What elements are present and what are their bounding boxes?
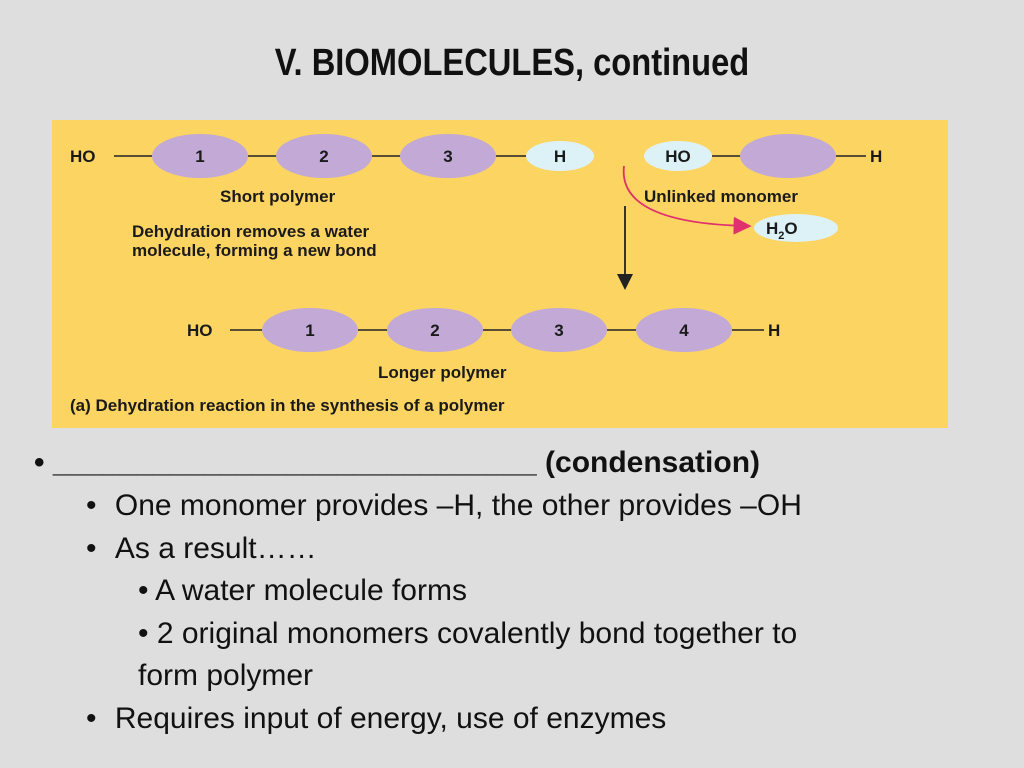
sub-sub-bullet-2-line1: • 2 original monomers covalently bond to… [138, 617, 798, 650]
sub-sub-bullet-2-line2: form polymer [138, 659, 314, 692]
monomer-oval-3 [511, 308, 607, 352]
unlinked-monomer-oval [740, 134, 836, 178]
longer-polymer-label: Longer polymer [378, 363, 507, 382]
sub-bullet-1-text: One monomer provides –H, the other provi… [114, 489, 802, 522]
unlinked-monomer-ho: HO [665, 147, 691, 166]
monomer-label-2: 2 [430, 321, 439, 340]
bullet-marker: • [86, 489, 97, 522]
hydroxyl-oval [644, 141, 712, 171]
bullet-marker: • [86, 702, 97, 735]
sub-bullet-3-text: Requires input of energy, use of enzymes [114, 702, 667, 735]
longer-polymer-h: H [768, 321, 780, 340]
sub-bullet-1: • One monomer provides –H, the other pro… [86, 489, 802, 523]
main-bullet: • _____________________________ (condens… [34, 446, 761, 479]
dehydration-diagram: HO 1 2 3 H Short polymer HO H Unlinked m… [70, 134, 882, 415]
dehydration-text-line2: molecule, forming a new bond [132, 241, 377, 260]
monomer-label-3: 3 [443, 147, 452, 166]
monomer-oval-1 [262, 308, 358, 352]
monomer-label-1: 1 [305, 321, 314, 340]
water-removal-arrow [622, 165, 752, 235]
short-polymer-h: H [554, 147, 566, 166]
monomer-label-3: 3 [554, 321, 563, 340]
dehydration-figure: HO 1 2 3 H Short polymer HO H Unlinked m… [52, 120, 948, 428]
figure-caption: (a) Dehydration reaction in the synthesi… [70, 396, 505, 415]
sub-bullet-2-text: As a result…… [114, 532, 317, 565]
monomer-oval-3 [400, 134, 496, 178]
monomer-oval-4 [636, 308, 732, 352]
monomer-oval-2 [276, 134, 372, 178]
unlinked-monomer-label: Unlinked monomer [644, 187, 798, 206]
sub-bullet-3: • Requires input of energy, use of enzym… [86, 702, 666, 736]
longer-polymer-ho: HO [187, 321, 213, 340]
bullet-marker: • [86, 532, 97, 565]
slide-title: V. BIOMOLECULES, continued [274, 42, 750, 84]
sub-sub-bullet-1: • A water molecule forms [138, 574, 467, 607]
monomer-label-2: 2 [319, 147, 328, 166]
sub-bullet-2: • As a result…… [86, 532, 317, 566]
monomer-oval-2 [387, 308, 483, 352]
monomer-oval-1 [152, 134, 248, 178]
monomer-label-4: 4 [679, 321, 689, 340]
short-polymer-label: Short polymer [220, 187, 336, 206]
dehydration-text-line1: Dehydration removes a water [132, 222, 370, 241]
monomer-label-1: 1 [195, 147, 204, 166]
water-oval [754, 214, 838, 242]
reaction-arrow-head [617, 274, 633, 290]
hydrogen-oval [526, 141, 594, 171]
water-label: H2O [766, 219, 798, 242]
unlinked-monomer-h: H [870, 147, 882, 166]
short-polymer-ho: HO [70, 147, 96, 166]
